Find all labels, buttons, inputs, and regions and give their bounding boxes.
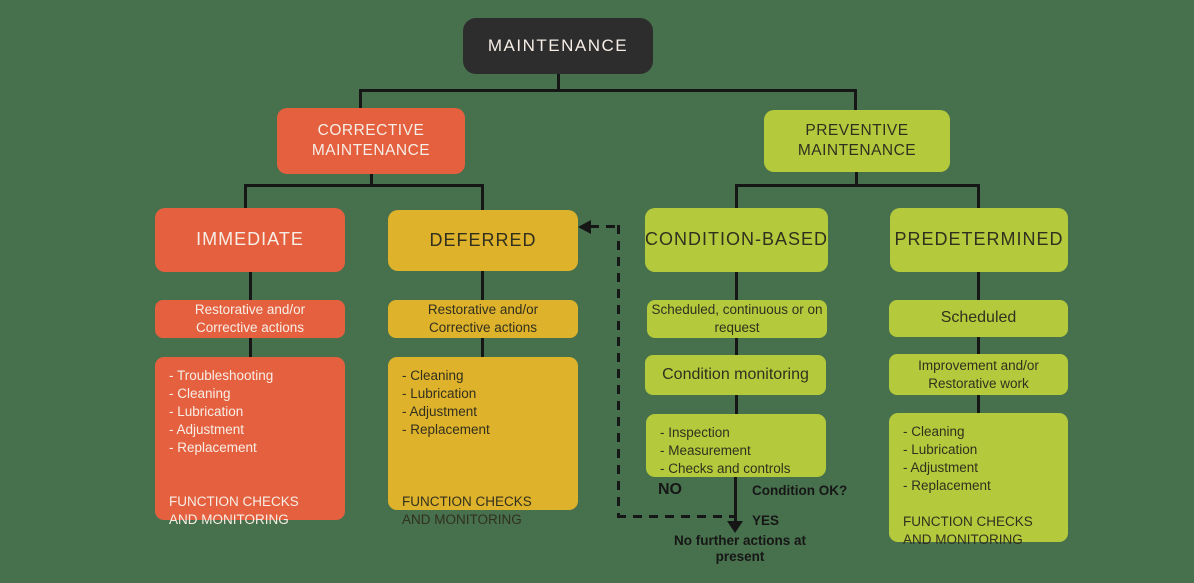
node-predetermined-schedule: Scheduled [889,300,1068,337]
connector [735,272,738,300]
connector [977,395,980,413]
connector [735,184,738,208]
connector [249,272,252,300]
node-condition-tasks: - Inspection - Measurement - Checks and … [646,414,826,477]
connector [359,89,857,92]
down-arrow-icon [727,521,743,533]
no-loop-line [617,225,620,517]
node-preventive-maintenance: PREVENTIVE MAINTENANCE [764,110,950,172]
connector [735,393,738,414]
node-maintenance: MAINTENANCE [463,18,653,74]
node-predetermined-tasks: - Cleaning - Lubrication - Adjustment - … [889,413,1068,547]
connector [249,338,252,357]
node-immediate-action: Restorative and/or Corrective actions [155,300,345,338]
connector [481,338,484,357]
node-condition-schedule: Scheduled, continuous or on request [647,300,827,338]
node-deferred: DEFERRED [388,210,578,271]
left-arrow-icon [578,220,591,234]
yes-arrow-line [734,477,737,523]
node-immediate-tasks: - Troubleshooting - Cleaning - Lubricati… [155,357,345,527]
connector [244,184,247,208]
node-condition-based: CONDITION-BASED [645,208,828,272]
connector [481,271,484,300]
connector [855,172,858,186]
connector [735,184,980,187]
node-immediate: IMMEDIATE [155,208,345,272]
label-no: NO [658,481,682,498]
connector [977,272,980,300]
connector [977,337,980,354]
node-predetermined-action: Improvement and/or Restorative work [889,354,1068,395]
connector [481,184,484,210]
connector [735,337,738,355]
no-loop-line [590,225,620,228]
connector [244,184,484,187]
label-outcome: No further actions at present [673,533,806,565]
node-condition-monitoring: Condition monitoring [645,355,826,395]
connector [359,89,362,109]
node-corrective-maintenance: CORRECTIVE MAINTENANCE [277,108,465,174]
label-condition-ok: Condition OK? [752,483,848,498]
connector [557,74,560,92]
node-predetermined: PREDETERMINED [890,208,1068,272]
node-deferred-action: Restorative and/or Corrective actions [388,300,578,338]
label-yes: YES [752,513,780,528]
node-deferred-tasks: - Cleaning - Lubrication - Adjustment - … [388,357,578,527]
no-loop-line [617,515,735,518]
connector [977,184,980,208]
connector [854,89,857,111]
connector [370,174,373,186]
